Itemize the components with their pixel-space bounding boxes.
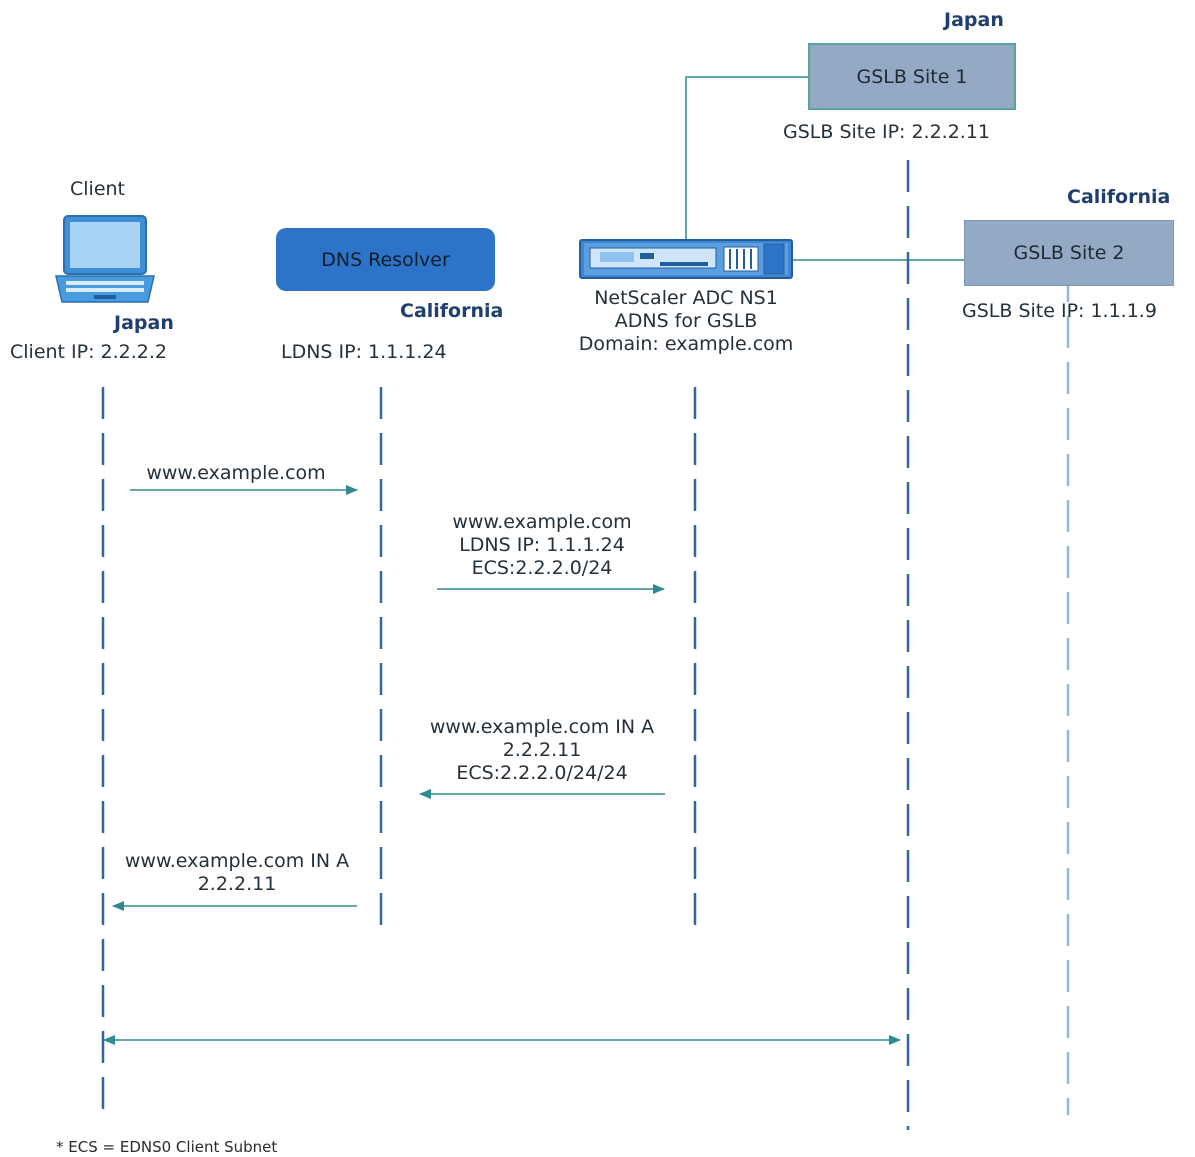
- adc-role-line: ADNS for GSLB: [614, 310, 758, 332]
- dns-resolver-box: DNS Resolver: [276, 228, 495, 291]
- message-query-client-label: www.example.com: [130, 462, 342, 485]
- message-line: www.example.com: [146, 462, 326, 484]
- resolver-ip-label: LDNS IP: 1.1.1.24: [281, 341, 447, 363]
- message-query-ldns-label: www.example.com LDNS IP: 1.1.1.24 ECS:2.…: [420, 511, 664, 580]
- adc-name-line: NetScaler ADC NS1: [594, 287, 778, 309]
- gslb-site2-box: GSLB Site 2: [964, 220, 1174, 286]
- client-region-label: Japan: [114, 312, 174, 334]
- laptop-icon: [55, 215, 155, 303]
- adc-to-site1-connector: [685, 76, 808, 240]
- message-line: www.example.com IN A: [429, 716, 655, 738]
- message-line: ECS:2.2.2.0/24/24: [456, 762, 628, 784]
- site2-ip-label: GSLB Site IP: 1.1.1.9: [962, 300, 1157, 322]
- adc-domain-line: Domain: example.com: [578, 333, 794, 355]
- client-ip-label: Client IP: 2.2.2.2: [10, 341, 168, 363]
- message-line: 2.2.2.11: [502, 739, 582, 761]
- site1-ip-label: GSLB Site IP: 2.2.2.11: [783, 121, 991, 143]
- site1-region-label: Japan: [944, 9, 1004, 31]
- message-line: 2.2.2.11: [197, 873, 277, 895]
- site2-region-label: California: [1067, 186, 1171, 208]
- message-line: www.example.com IN A: [124, 850, 350, 872]
- message-answer-resolver-label: www.example.com IN A 2.2.2.11: [110, 850, 364, 896]
- message-answer-adc-label: www.example.com IN A 2.2.2.11 ECS:2.2.2.…: [415, 716, 669, 785]
- resolver-region-label: California: [400, 300, 504, 322]
- client-title: Client: [70, 178, 126, 200]
- footnote: * ECS = EDNS0 Client Subnet: [56, 1138, 278, 1156]
- message-line: LDNS IP: 1.1.1.24: [459, 534, 625, 556]
- message-line: www.example.com: [452, 511, 632, 533]
- message-line: ECS:2.2.2.0/24: [471, 557, 613, 579]
- gslb-site1-box: GSLB Site 1: [808, 43, 1016, 110]
- adc-name-label: NetScaler ADC NS1 ADNS for GSLB Domain: …: [560, 287, 812, 356]
- netscaler-appliance-icon: [579, 239, 793, 279]
